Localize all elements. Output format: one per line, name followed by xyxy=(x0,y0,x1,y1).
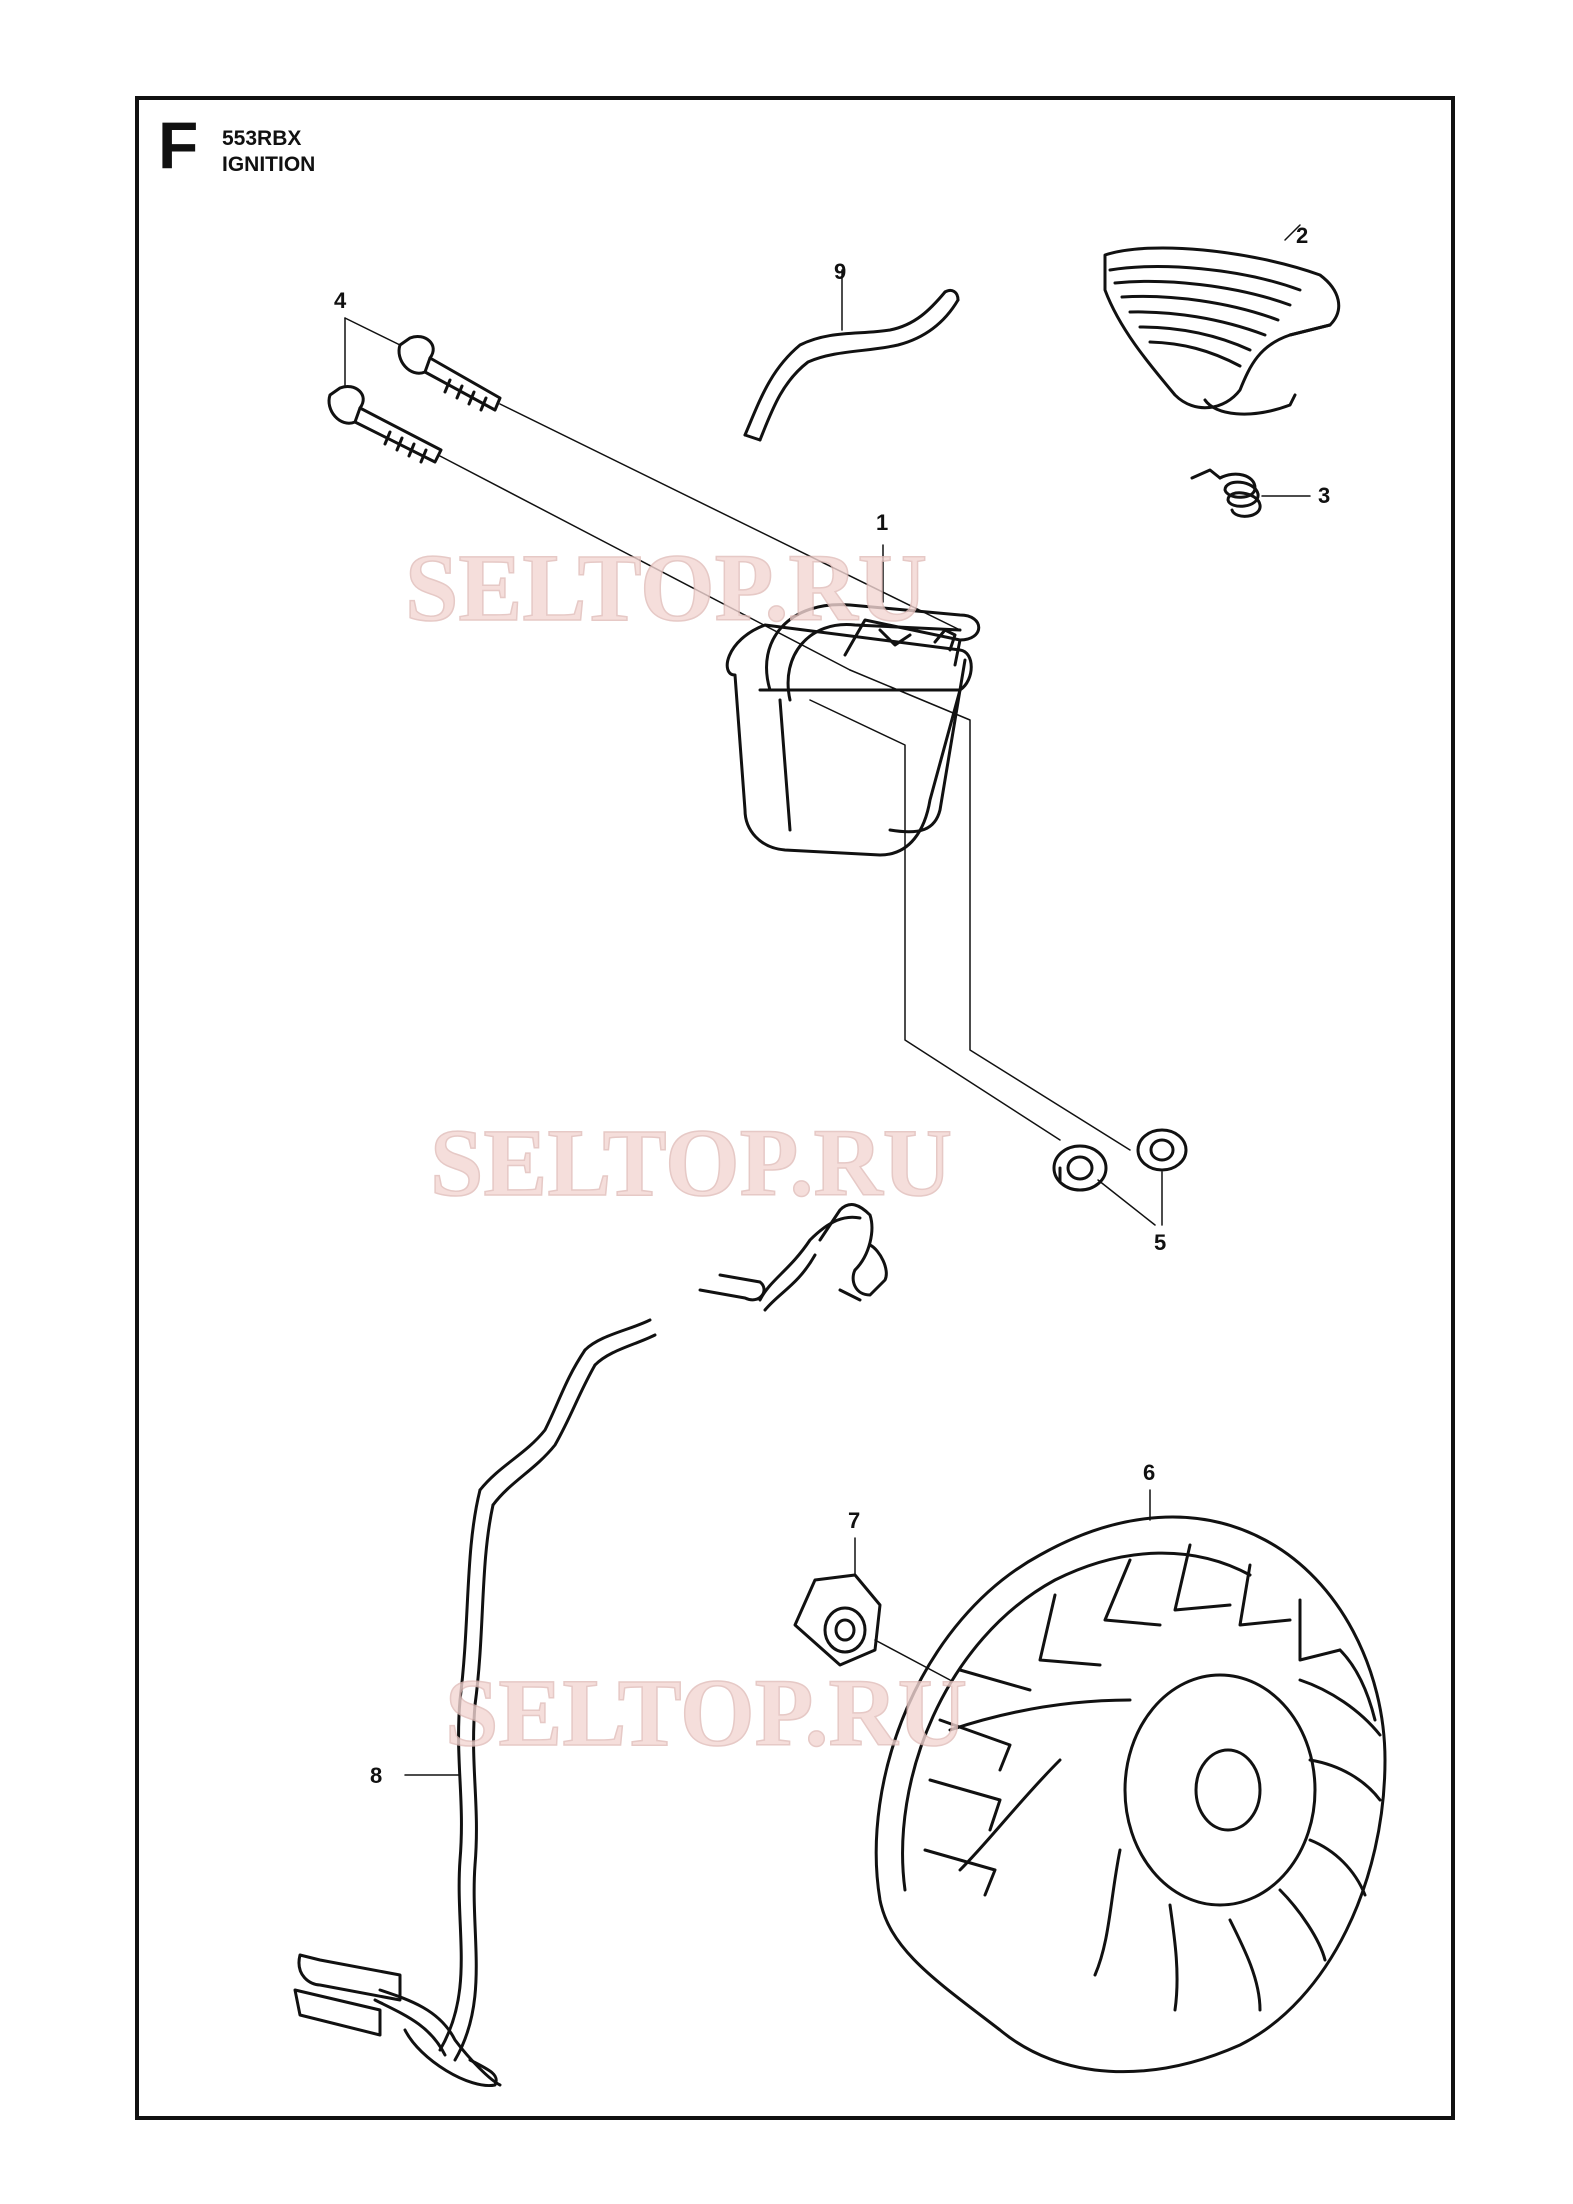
part-3-spring xyxy=(1190,468,1262,518)
part-1-ignition-module xyxy=(725,603,981,857)
callout-2: 2 xyxy=(1296,223,1308,248)
part-4-screw-lower xyxy=(327,385,443,464)
part-2-stop-switch xyxy=(1103,246,1341,416)
part-5-bushing-left xyxy=(1052,1144,1108,1192)
callout-7: 7 xyxy=(848,1508,860,1533)
part-5-bushing-right xyxy=(1136,1128,1188,1172)
part-6-flywheel xyxy=(874,1515,1387,2074)
callout-8: 8 xyxy=(370,1763,382,1788)
callout-3: 3 xyxy=(1318,483,1330,508)
callout-5: 5 xyxy=(1154,1230,1166,1255)
part-7-flywheel-nut xyxy=(793,1573,882,1667)
part-4-screw-upper xyxy=(397,335,502,412)
watermark-top: SELTOP.RU xyxy=(405,534,927,641)
watermark-bottom: SELTOP.RU xyxy=(445,1659,967,1766)
callout-1: 1 xyxy=(876,510,888,535)
part-9-wire-clip xyxy=(743,288,960,442)
page-title: IGNITION xyxy=(222,153,316,176)
callout-9: 9 xyxy=(834,259,846,284)
callout-6: 6 xyxy=(1143,1460,1155,1485)
callout-4: 4 xyxy=(334,288,347,313)
diagram-frame xyxy=(135,96,1455,2120)
model-label: 553RBX xyxy=(222,127,302,150)
section-letter: F xyxy=(158,108,199,182)
part-8-ht-lead xyxy=(293,1203,888,2088)
watermark-middle: SELTOP.RU xyxy=(430,1109,952,1216)
